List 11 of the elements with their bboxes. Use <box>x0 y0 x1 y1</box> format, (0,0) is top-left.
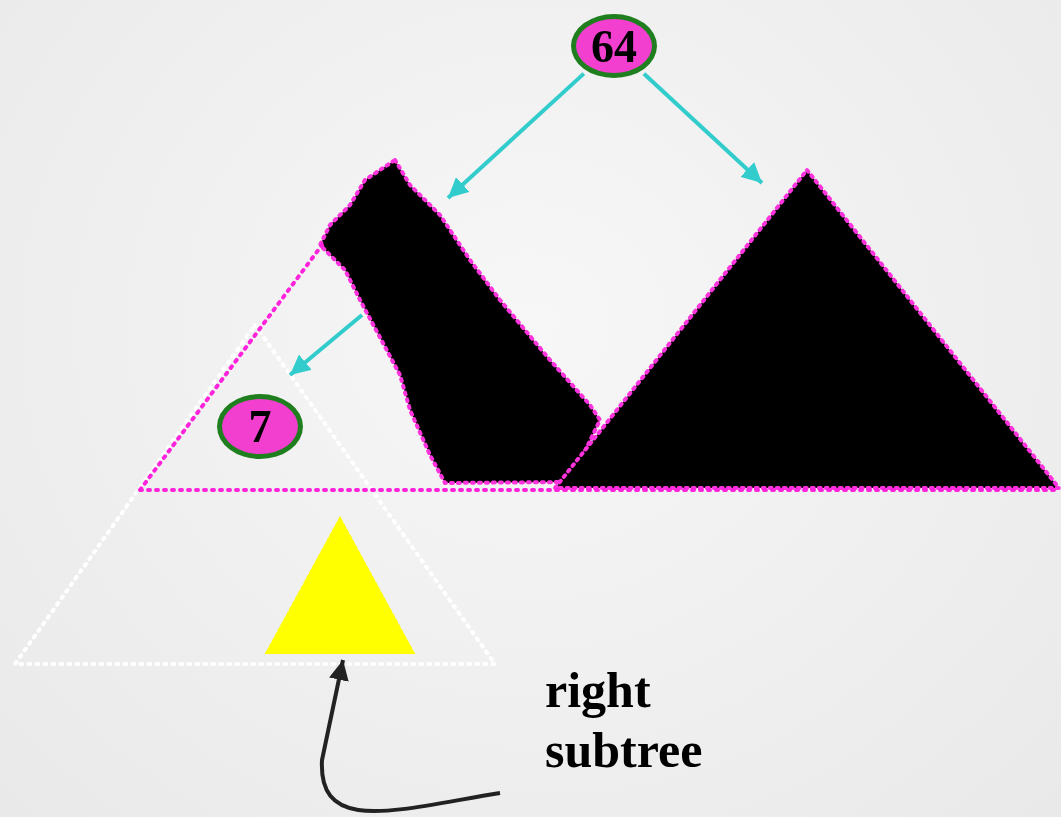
arrow <box>446 72 586 200</box>
arrow <box>642 72 764 185</box>
curved-arrow <box>320 659 501 813</box>
root-node: 64 <box>571 14 657 78</box>
subtree-triangle <box>553 168 1061 490</box>
subtree-triangle <box>13 323 497 666</box>
subtree-triangle <box>266 518 414 654</box>
subtree-blob <box>318 158 602 485</box>
arrow <box>288 313 364 377</box>
tree-node: 7 <box>217 394 303 459</box>
annotation-text: right subtree <box>545 660 775 790</box>
